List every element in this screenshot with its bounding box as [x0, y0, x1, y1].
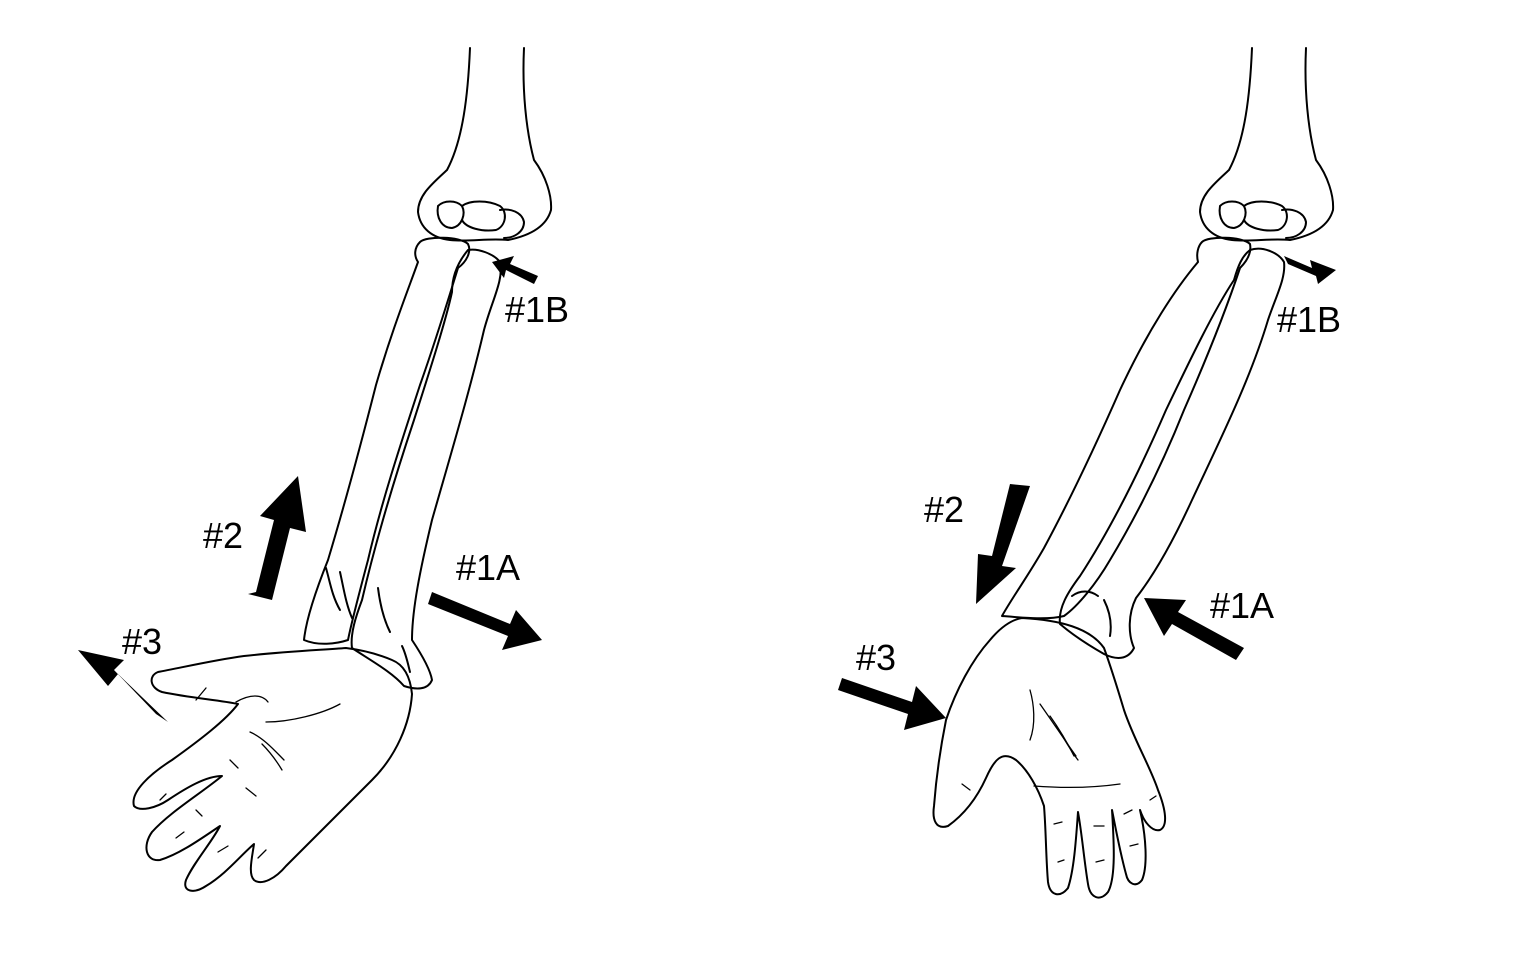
left-radius — [303, 236, 471, 645]
right-arrow-2 — [976, 484, 1030, 604]
right-arrow-3 — [838, 678, 946, 730]
left-humerus — [417, 47, 553, 242]
right-hand — [932, 617, 1166, 899]
left-ulna — [350, 248, 502, 690]
right-arrow-1a — [1144, 598, 1244, 660]
left-arrow-1b — [492, 256, 538, 284]
left-arrow-1a — [428, 592, 542, 650]
left-arrow-3 — [78, 650, 168, 722]
right-humerus — [1199, 47, 1335, 242]
left-figure: #1B #1A #2 #3 — [78, 47, 569, 892]
right-arrow-1b — [1284, 256, 1336, 284]
right-label-3: #3 — [856, 637, 896, 678]
right-label-1a: #1A — [1210, 585, 1274, 626]
right-label-2: #2 — [924, 489, 964, 530]
left-hand — [132, 647, 413, 892]
left-arrow-2 — [248, 476, 306, 600]
right-label-1b: #1B — [1277, 299, 1341, 340]
left-label-2: #2 — [203, 515, 243, 556]
left-label-1b: #1B — [505, 289, 569, 330]
left-label-3: #3 — [122, 621, 162, 662]
right-ulna — [1001, 236, 1252, 620]
right-radius — [1058, 247, 1286, 659]
right-figure: #1B #1A #2 #3 — [838, 47, 1341, 899]
left-label-1a: #1A — [456, 547, 520, 588]
